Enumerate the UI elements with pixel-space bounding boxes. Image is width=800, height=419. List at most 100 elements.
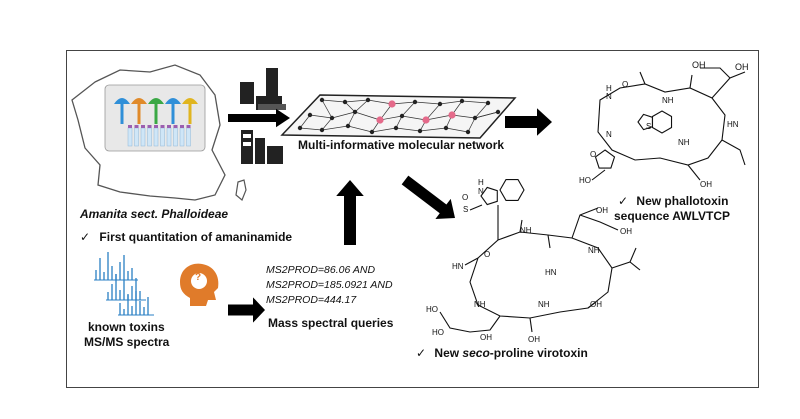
vial-cap-icon [147,125,152,128]
virotoxin-result: ✓ New seco-proline virotoxin [416,346,588,360]
side-chain-bond [439,311,501,333]
atom-nh: NH [520,226,532,235]
check-icon: ✓ [416,346,427,360]
atom-oh: OH [528,335,540,344]
atom-hn: HN [545,268,557,277]
vial-cap-icon [173,125,178,128]
network-node [329,115,335,121]
network-edge [467,117,476,133]
flow-arrows [228,108,552,323]
network-node [297,125,303,131]
network-node-highlight [388,100,396,108]
side-chain-bond [464,257,479,266]
atom-n: N [606,92,612,101]
instrument-icon-top [240,68,286,110]
arrow-icon [401,175,455,219]
network-edge [395,115,403,129]
mushroom-stem-icon [171,104,175,124]
query-line-2: MS2PROD=185.0921 AND [266,279,393,291]
quantitation-item: ✓ First quantitation of amaninamide [80,230,292,244]
atom-hn: HN [727,120,739,129]
spectra-label-line2: MS/MS spectra [84,335,170,349]
atom-o: O [590,150,597,159]
virotoxin-italic: seco [462,346,490,360]
vial-icon [140,127,146,147]
network-node [369,129,375,135]
network-edge [344,101,356,113]
molecular-network [297,97,501,135]
phallotoxin-structure [591,67,746,181]
network-edge [391,101,416,105]
side-chain-bond [591,169,606,181]
atom-o2: O [462,193,469,202]
network-node [393,125,399,131]
indole-benzene-ring [499,179,525,201]
indole-pyrrole-ring [480,186,498,206]
network-node [472,115,478,121]
arrow-icon [228,297,265,323]
mushroom-cap-icon [114,98,130,104]
carbonyl-bond [689,74,693,89]
side-chain-bond [700,67,731,79]
network-edge [379,115,403,121]
network-node [365,97,371,103]
side-chain-bond [579,214,619,231]
network-edge [445,127,469,133]
carbonyl-bond [639,71,646,85]
atom-oh: OH [700,180,712,189]
network-edge [474,102,489,119]
network-edge [419,127,447,132]
network-edge [299,114,311,129]
france-map [71,64,226,201]
genus-label: Amanita sect. Phalloideae [80,207,229,221]
sulfonyl-bond [469,204,483,211]
atom-oh: OH [480,333,492,342]
atom-nh: NH [678,138,690,147]
network-edge [414,101,441,105]
atom-ho: HO [426,305,438,314]
atom-oh: OH [596,206,608,215]
network-edge [367,99,393,105]
check-icon: ✓ [618,194,629,208]
atom-h: H [478,178,484,187]
vial-icon [160,127,165,147]
indole-pyrrole-ring [637,113,654,131]
query-line-1: MS2PROD=86.06 AND [266,264,376,276]
vial-icon [147,127,152,147]
network-edge [371,127,397,133]
atom-ho: HO [432,328,444,337]
vial-icon [127,127,133,147]
vial-cap-icon [134,125,139,128]
vial-icon [153,127,159,147]
carbonyl-bond [547,234,551,249]
atom-ho: HO [579,176,591,185]
indole-benzene-ring [651,110,673,134]
atom-o: O [484,250,491,259]
network-node [399,113,405,119]
side-chain-bond [629,247,637,263]
virotoxin-structure [439,179,641,333]
mushroom-cap-icon [148,98,164,104]
side-chain-bond [529,317,533,333]
phallotoxin-result: ✓ New phallotoxin [618,194,728,208]
carbonyl-bond [519,219,523,233]
arrow-icon [505,108,552,136]
side-chain-bond [611,261,641,271]
network-edge [347,125,373,133]
side-chain-bond [721,139,746,166]
check-icon: ✓ [80,230,91,244]
mushroom-cap-icon [131,98,147,104]
atom-oh: OH [692,60,706,70]
network-node [352,109,358,115]
atom-o: O [622,80,629,89]
network-edge [354,99,369,113]
vial-icon [186,127,191,147]
network-edge [461,100,489,104]
network-edge [321,99,346,103]
network-node [307,112,313,118]
atom-nh: NH [662,96,674,105]
quantitation-label: First quantitation of amaninamide [99,230,293,244]
atom-so2: S [463,205,469,214]
network-edge [321,99,333,119]
mushroom-stem-icon [137,104,141,124]
